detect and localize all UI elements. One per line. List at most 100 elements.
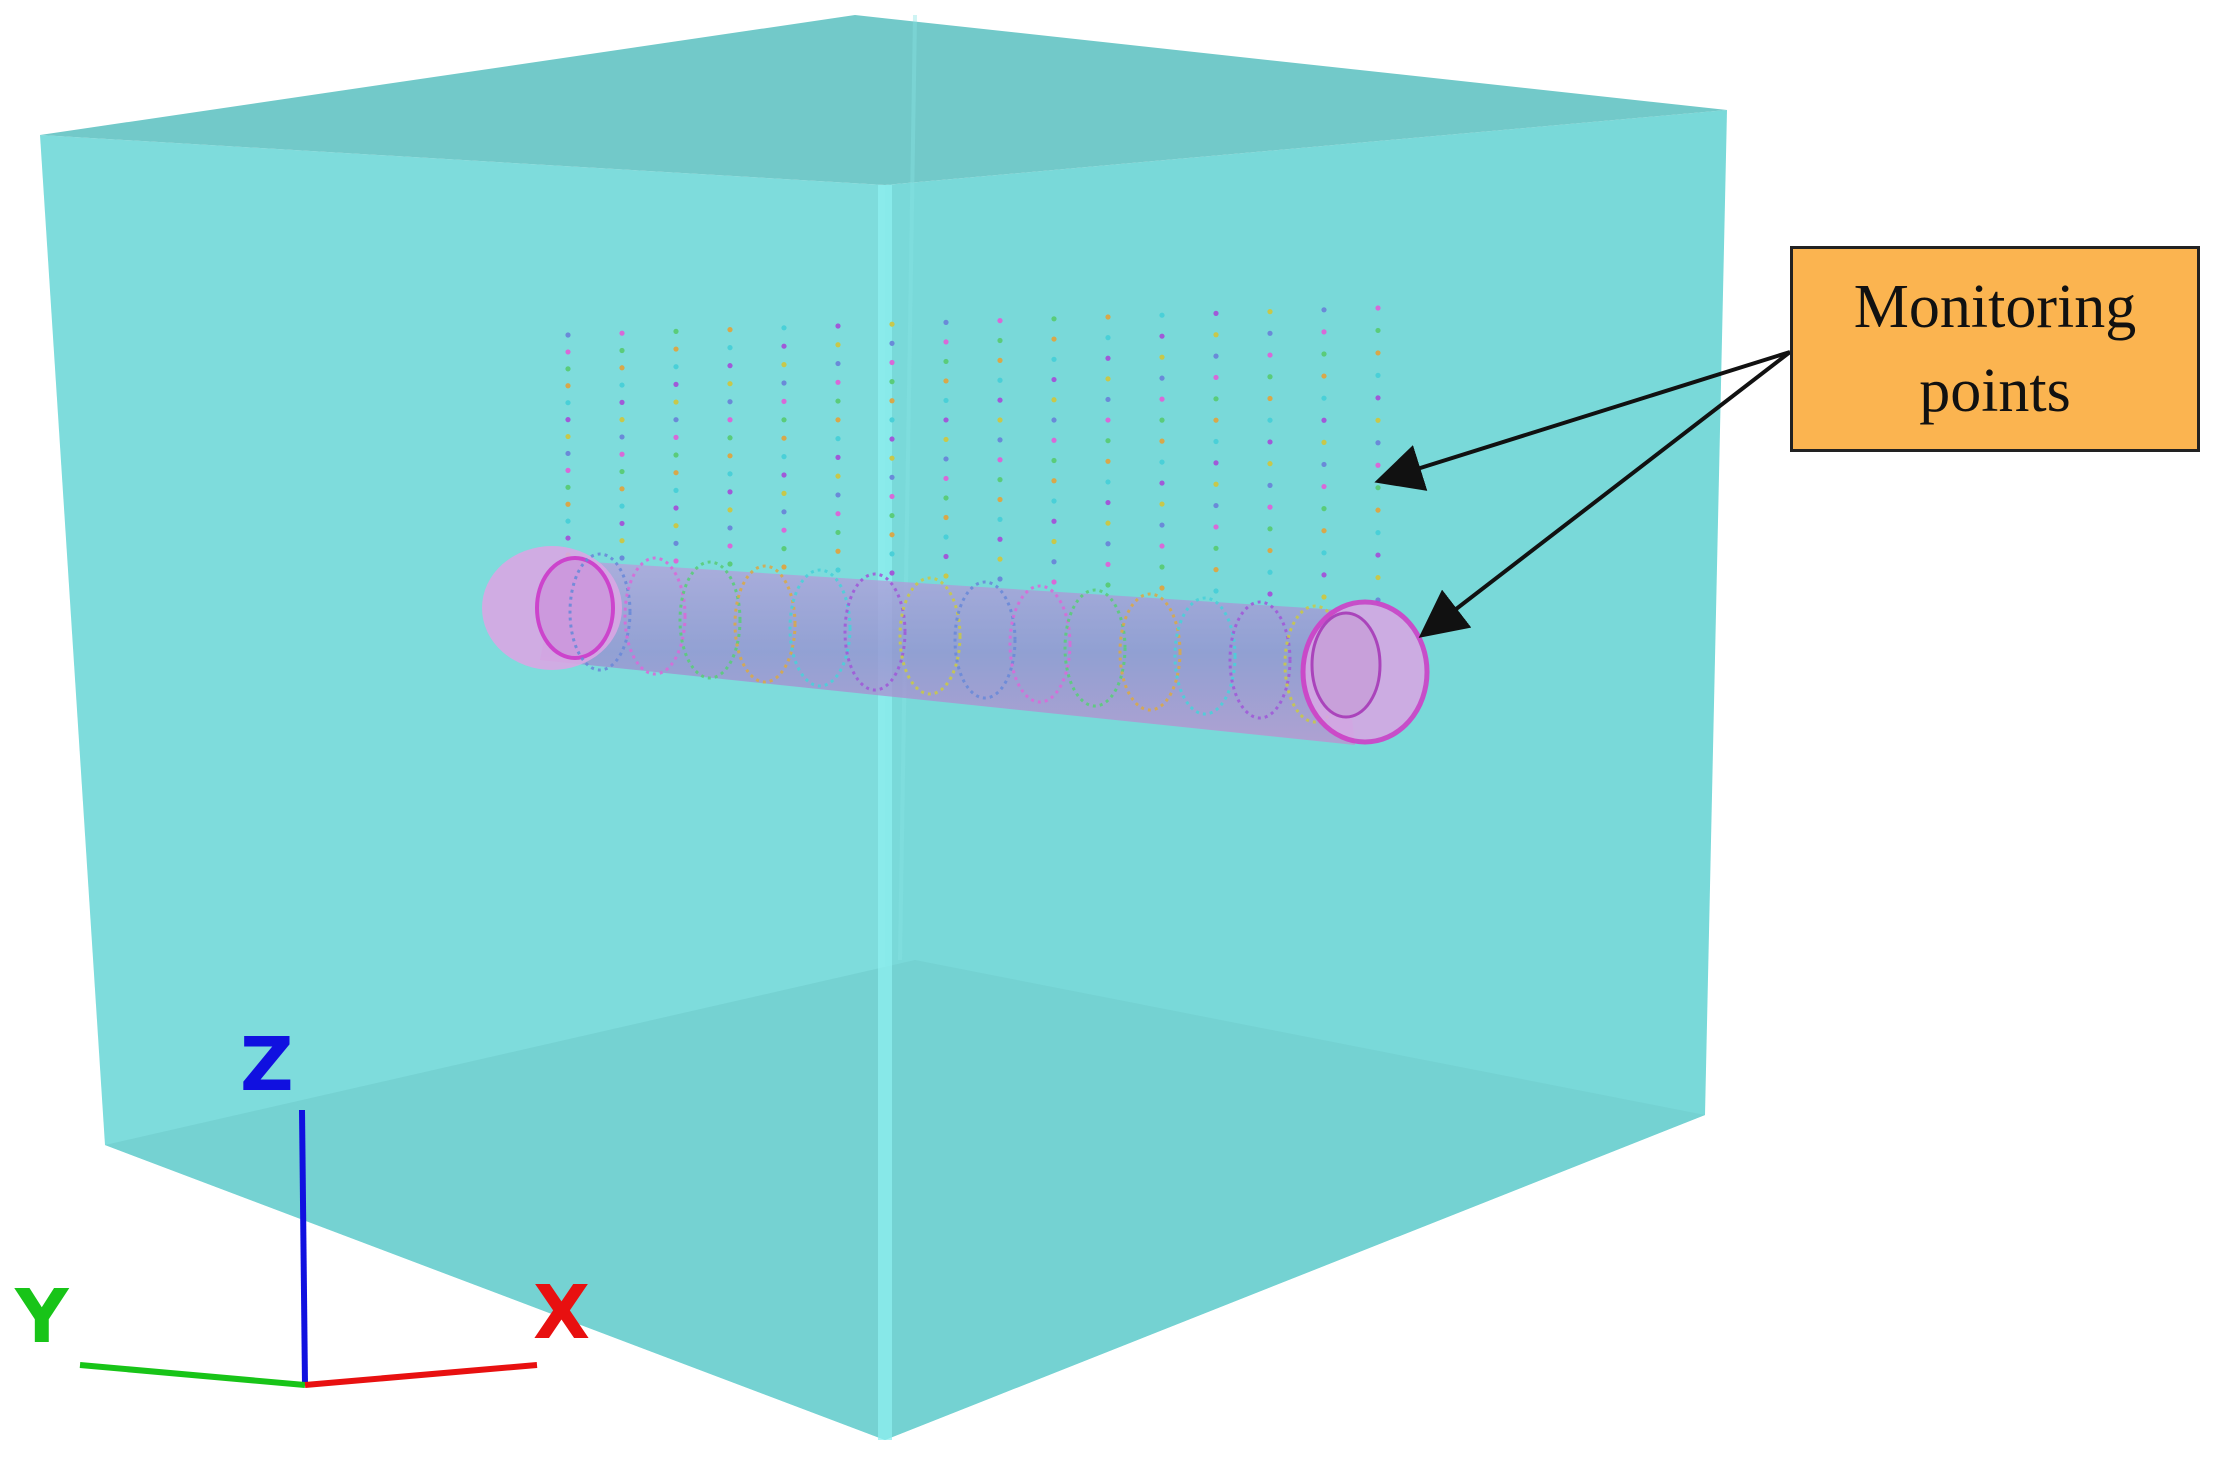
monitoring-point [781, 454, 787, 460]
monitoring-point [997, 377, 1003, 383]
monitoring-point [1051, 559, 1057, 565]
monitoring-point [1105, 355, 1111, 361]
monitoring-point [943, 534, 949, 540]
monitoring-point [1321, 439, 1327, 445]
z-axis-label: Z [240, 1022, 294, 1108]
monitoring-point [835, 323, 841, 329]
monitoring-point [727, 507, 733, 513]
monitoring-point [835, 417, 841, 423]
monitoring-point [565, 501, 571, 507]
monitoring-point [1051, 518, 1057, 524]
monitoring-point [619, 330, 625, 336]
monitoring-point [1213, 545, 1219, 551]
monitoring-point [1267, 569, 1273, 575]
monitoring-point [673, 328, 679, 334]
x-axis [304, 1362, 538, 1388]
monitoring-point [889, 455, 895, 461]
monitoring-point [1051, 478, 1057, 484]
monitoring-point [1159, 480, 1165, 486]
monitoring-point [1159, 312, 1165, 318]
monitoring-points-callout: Monitoring points [1790, 246, 2200, 452]
monitoring-point [943, 339, 949, 345]
monitoring-point [1159, 438, 1165, 444]
monitoring-point [1159, 522, 1165, 528]
monitoring-point [727, 435, 733, 441]
monitoring-point [889, 493, 895, 500]
box-back-edge [898, 14, 917, 961]
monitoring-point [673, 364, 679, 370]
monitoring-point [1105, 541, 1111, 547]
monitoring-point [565, 535, 571, 541]
monitoring-point [673, 346, 679, 352]
monitoring-point [1375, 417, 1381, 423]
monitoring-point [1267, 374, 1273, 380]
monitoring-point [1267, 591, 1273, 597]
monitoring-point [565, 433, 571, 440]
monitoring-point [1213, 438, 1219, 445]
monitoring-point [1321, 351, 1327, 357]
monitoring-ring [1008, 584, 1072, 704]
monitoring-ring [898, 576, 962, 696]
monitoring-point [1051, 579, 1057, 585]
monitoring-point [1213, 481, 1219, 487]
monitoring-point [835, 511, 841, 517]
monitoring-point [1267, 526, 1273, 532]
monitoring-point [727, 525, 733, 531]
monitoring-point [565, 518, 571, 524]
monitoring-point [781, 527, 787, 533]
monitoring-point [619, 468, 625, 475]
monitoring-point [997, 496, 1003, 503]
monitoring-point [1213, 353, 1219, 359]
monitoring-point [1321, 417, 1327, 423]
monitoring-point [1375, 395, 1381, 401]
monitoring-point [997, 337, 1003, 344]
monitoring-point [1213, 460, 1219, 466]
monitoring-point [1267, 547, 1273, 554]
monitoring-point [1051, 356, 1057, 362]
monitoring-point [619, 417, 625, 423]
monitoring-point [727, 327, 733, 333]
monitoring-point [1213, 374, 1219, 381]
monitoring-point [619, 538, 625, 544]
monitoring-point [1213, 310, 1219, 316]
monitoring-point [943, 475, 949, 482]
monitoring-point [673, 505, 679, 511]
monitoring-point [1321, 373, 1327, 379]
monitoring-point [1321, 483, 1327, 490]
monitoring-point [1375, 552, 1381, 558]
monitoring-point [1051, 397, 1057, 403]
monitoring-point [889, 512, 895, 519]
monitoring-point [1105, 376, 1111, 382]
monitoring-point [727, 345, 733, 351]
monitoring-point [1213, 502, 1219, 509]
monitoring-point [1375, 485, 1381, 491]
monitoring-point [1375, 327, 1381, 334]
monitoring-point [835, 454, 841, 460]
monitoring-point [1375, 507, 1381, 513]
monitoring-point [835, 436, 841, 442]
monitoring-point [727, 543, 733, 549]
monitoring-point [619, 486, 625, 492]
monitoring-point [1105, 438, 1111, 444]
monitoring-point [1105, 396, 1111, 403]
monitoring-point [1051, 457, 1057, 464]
domain-box [40, 14, 1727, 1440]
monitoring-point [1267, 461, 1273, 467]
monitoring-point [1321, 528, 1327, 534]
monitoring-point [781, 509, 787, 515]
monitoring-point [781, 380, 787, 386]
monitoring-point [673, 434, 679, 440]
monitoring-point [1105, 314, 1111, 320]
monitoring-point [1267, 309, 1273, 315]
monitoring-point [1105, 335, 1111, 341]
monitoring-point [1321, 395, 1327, 401]
monitoring-ring [953, 580, 1017, 700]
tunnel-end-opening [1310, 611, 1382, 719]
monitoring-point [1267, 395, 1273, 402]
monitoring-point [1159, 543, 1165, 549]
monitoring-point [1267, 482, 1273, 488]
monitoring-point [1159, 501, 1165, 507]
monitoring-point [1105, 458, 1111, 464]
monitoring-point [997, 417, 1003, 423]
monitoring-point [835, 548, 841, 554]
